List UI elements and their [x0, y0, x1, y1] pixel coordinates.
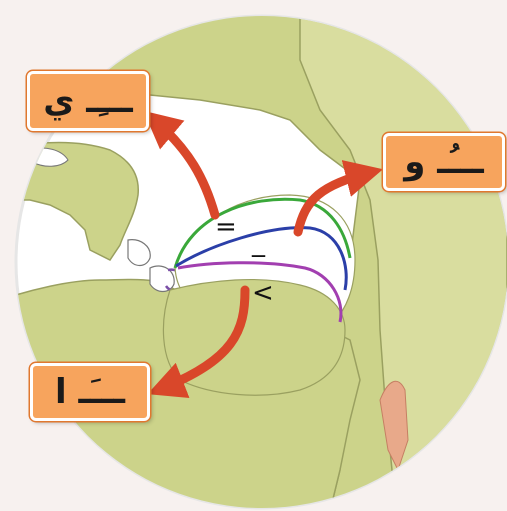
tongue-mark-waw: _: [252, 228, 265, 258]
tongue-mark-ya: =: [215, 212, 237, 242]
label-ya: ـــِـ ي: [27, 71, 149, 131]
label-alif: ـــَـ ا: [30, 363, 150, 421]
label-waw: ـــُـ و: [383, 133, 505, 191]
tongue-mark-alif: <: [252, 278, 274, 308]
